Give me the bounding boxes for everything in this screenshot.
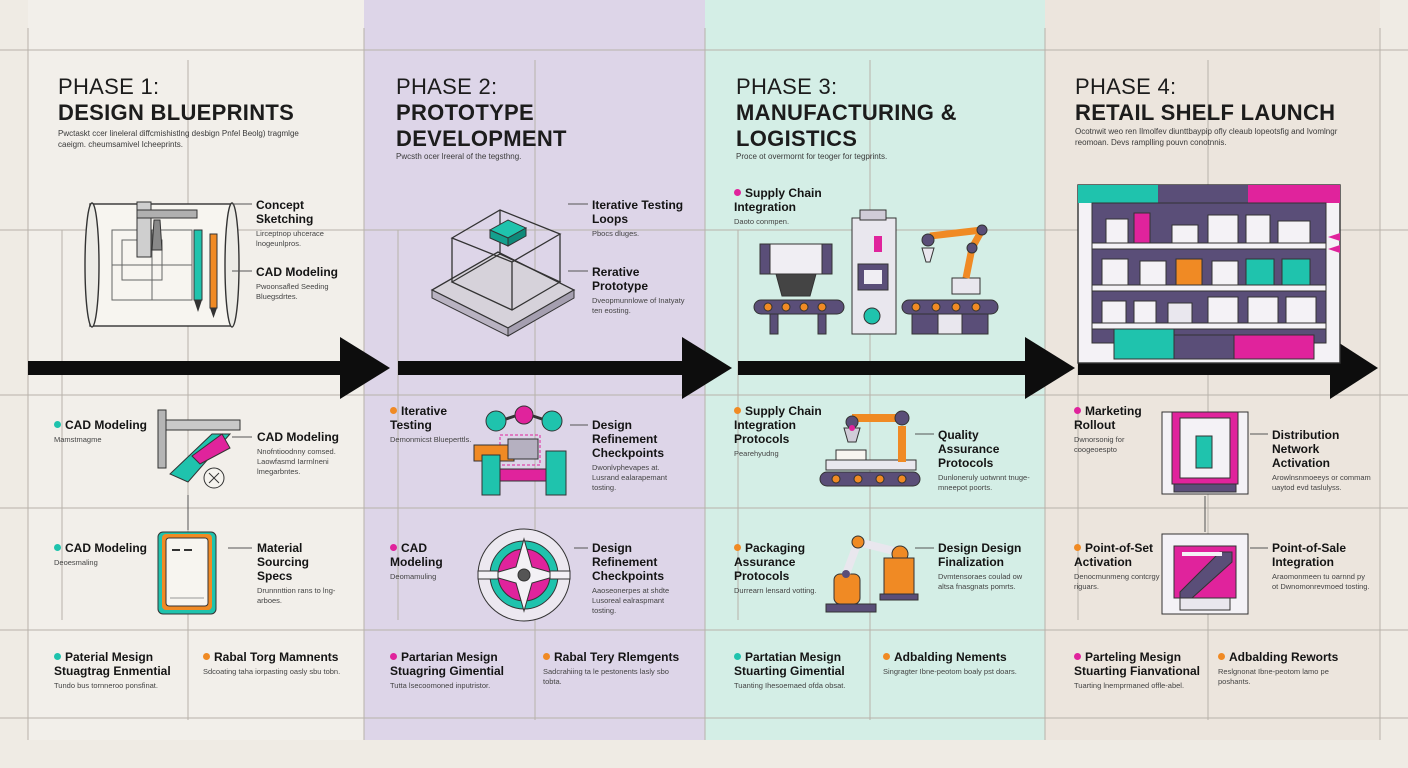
turbine-part-illustration xyxy=(477,528,571,622)
clipboard-illustration xyxy=(157,531,217,615)
bullet-dot xyxy=(390,544,397,551)
display-stand-illustration xyxy=(1161,411,1249,495)
phase-number: PHASE 2: xyxy=(396,74,498,99)
phase-3-bottom-note-2: Adbalding Nements Singragter Ibne-peotom… xyxy=(883,650,1017,676)
arrow-2-head xyxy=(682,337,732,399)
component-assembly-illustration xyxy=(473,405,567,496)
arrow-4-head xyxy=(1330,337,1378,399)
phase-name: PROTOTYPE DEVELOPMENT xyxy=(396,100,567,151)
bullet-dot xyxy=(203,653,210,660)
phase-1-low-label-1: CAD Modeling Deoesmaling xyxy=(54,541,147,567)
bullet-dot xyxy=(390,407,397,414)
bullet-dot xyxy=(390,653,397,660)
phase-name: DESIGN BLUEPRINTS xyxy=(58,100,295,125)
phase-2-bottom-note-2: Rabal Tery Rlemgents Sadcrahiing ta le p… xyxy=(543,650,680,686)
phase-4-low-label-2: Point-of-Sale Integration Araomonmeen tu… xyxy=(1272,541,1370,591)
bullet-dot xyxy=(54,421,61,428)
bullet-dot xyxy=(883,653,890,660)
phase-1-title: PHASE 1: DESIGN BLUEPRINTS xyxy=(58,74,294,126)
phase-2-top-label-2: Rerative Prototype Dveopmunnlowe of Inat… xyxy=(592,265,685,315)
phase-1-bottom-note-2: Rabal Torg Mamnents Sdcoating taha iorpa… xyxy=(203,650,341,676)
phase-4-low-label-1: Point-of-Set Activation Denocmunmeng con… xyxy=(1074,541,1160,591)
bullet-dot xyxy=(54,544,61,551)
phase-2-mid-label-1: Iterative Testing Demonmicst Blueperttls… xyxy=(390,404,472,444)
phase-3-top-label-1: Supply Chain Integration Daoto conmpen. xyxy=(734,186,822,226)
bullet-dot xyxy=(543,653,550,660)
pos-stand-illustration xyxy=(1161,533,1249,615)
caliper-tool-illustration xyxy=(157,409,241,489)
phase-3-low-label-1: Packaging Assurance Protocols Durrearn l… xyxy=(734,541,817,595)
phase-3-low-label-2: Design Design Finalization Dvmtensoraes … xyxy=(938,541,1023,591)
phase-1-bottom-note-1: Paterial Mesign Stuagtrag Enmential Tund… xyxy=(54,650,171,690)
bullet-dot xyxy=(54,653,61,660)
phase-3-description: Proce ot overmornt for teoger for tegpri… xyxy=(736,152,888,161)
phase-4-mid-label-1: Marketing Rollout Dwnorsonig for coogeoe… xyxy=(1074,404,1142,454)
phase-3-title: PHASE 3: MANUFACTURING & LOGISTICS xyxy=(736,74,976,152)
phase-2-top-label-1: Iterative Testing Loops Pbocs dluges. xyxy=(592,198,684,238)
arrow-3-shaft xyxy=(738,361,1033,375)
retail-shelf-illustration xyxy=(1077,184,1341,364)
arrow-2-shaft xyxy=(398,361,688,375)
phase-1-top-label-2: CAD Modeling Pwoonsafled Seeding Bluegsd… xyxy=(256,265,338,301)
phase-1-top-label-1: Concept Sketching Lirceptnop uhcerace ln… xyxy=(256,198,324,248)
bullet-dot xyxy=(734,407,741,414)
bullet-dot xyxy=(1218,653,1225,660)
arrow-1-shaft xyxy=(28,361,348,375)
phase-1-low-label-2: Material Sourcing Specs Drunnnttion rans… xyxy=(257,541,336,605)
arrow-3-head xyxy=(1025,337,1075,399)
bullet-dot xyxy=(734,544,741,551)
bullet-dot xyxy=(1074,544,1081,551)
phase-1-description: Pwctaskt ccer lineleral diffcmishistlng … xyxy=(58,129,299,149)
phase-4-bottom-note-1: Parteling Mesign Stuarting Fianvational … xyxy=(1074,650,1201,690)
phase-2-low-label-1: CAD Modeling Deomamuling xyxy=(390,541,443,581)
phase-name: RETAIL SHELF LAUNCH xyxy=(1075,100,1336,125)
phase-3-mid-label-2: Quality Assurance Protocols Dunloneruly … xyxy=(938,428,1030,492)
arrow-1-head xyxy=(340,337,390,399)
phase-2-mid-label-2: Design Refinement Checkpoints Dwonlvphev… xyxy=(592,418,668,492)
phase-name: MANUFACTURING & LOGISTICS xyxy=(736,100,957,151)
phase-2-description: Pwcsth ocer lreeral of the tegsthng. xyxy=(396,152,522,161)
bullet-dot xyxy=(734,653,741,660)
phase-2-title: PHASE 2: PROTOTYPE DEVELOPMENT xyxy=(396,74,596,152)
phase-number: PHASE 4: xyxy=(1075,74,1177,99)
prototype-cube-illustration xyxy=(430,209,576,337)
phase-3-mid-label-1: Supply Chain Integration Protocols Peare… xyxy=(734,404,822,458)
phase-1-mid-label-1: CAD Modeling Mamstmagme xyxy=(54,418,147,444)
robotic-arm-conveyor-illustration xyxy=(819,410,921,487)
factory-line-illustration xyxy=(753,209,999,335)
phase-number: PHASE 1: xyxy=(58,74,160,99)
phase-2-bottom-note-1: Partarian Mesign Stuagring Gimential Tut… xyxy=(390,650,505,690)
bullet-dot xyxy=(1074,653,1081,660)
phase-2-low-label-2: Design Refinement Checkpoints Aaoseonerp… xyxy=(592,541,670,615)
bullet-dot xyxy=(1074,407,1081,414)
phase-1-mid-label-2: CAD Modeling Nnofntioodnny comsed. Laowf… xyxy=(257,430,339,476)
bullet-dot xyxy=(734,189,741,196)
phase-3-bottom-note-1: Partatian Mesign Stuarting Gimential Tua… xyxy=(734,650,846,690)
phase-4-description: Ocotnwit weo ren Ilmolfev diunttbaypip o… xyxy=(1075,127,1338,147)
arrow-4-shaft xyxy=(1078,361,1343,375)
blueprint-illustration xyxy=(84,201,240,328)
phase-4-bottom-note-2: Adbalding Reworts Reslgnonat Ibne-peotom… xyxy=(1218,650,1339,686)
packaging-robot-illustration xyxy=(825,535,919,613)
phase-number: PHASE 3: xyxy=(736,74,838,99)
phase-4-title: PHASE 4: RETAIL SHELF LAUNCH xyxy=(1075,74,1365,126)
phase-4-mid-label-2: Distribution Network Activation Arowlnsn… xyxy=(1272,428,1371,492)
